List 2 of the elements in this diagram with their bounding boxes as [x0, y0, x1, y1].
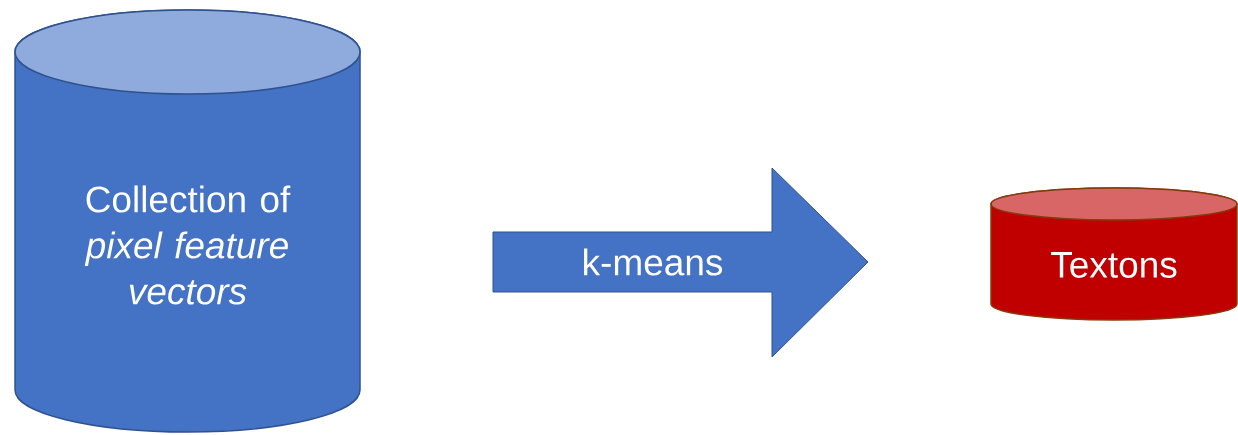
- database-cylinder: Collection of pixel feature vectors: [14, 9, 361, 433]
- database-cylinder: Textons: [990, 187, 1238, 321]
